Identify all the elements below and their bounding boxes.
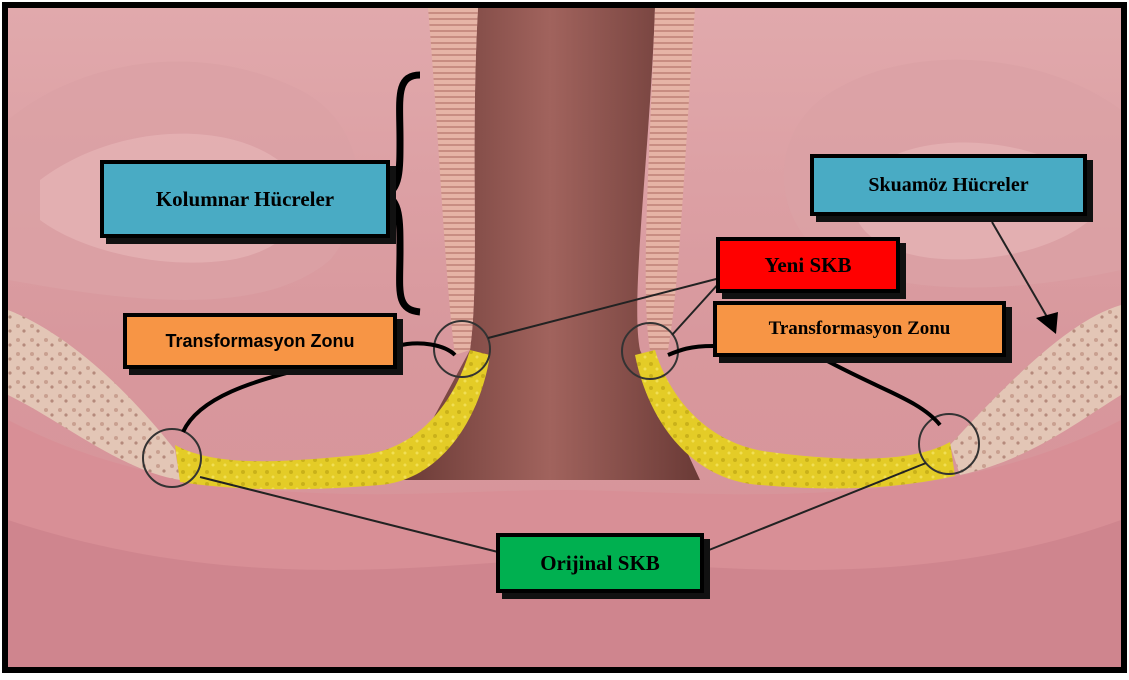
label-transformasyon-zonu-right: Transformasyon Zonu	[713, 301, 1006, 357]
label-skuamoz-hucreler: Skuamöz Hücreler	[810, 154, 1087, 216]
label-kolumnar-hucreler: Kolumnar Hücreler	[100, 160, 390, 238]
label-transformasyon-zonu-left: Transformasyon Zonu	[123, 313, 397, 369]
label-orijinal-skb: Orijinal SKB	[496, 533, 704, 593]
label-yeni-skb: Yeni SKB	[716, 237, 900, 293]
